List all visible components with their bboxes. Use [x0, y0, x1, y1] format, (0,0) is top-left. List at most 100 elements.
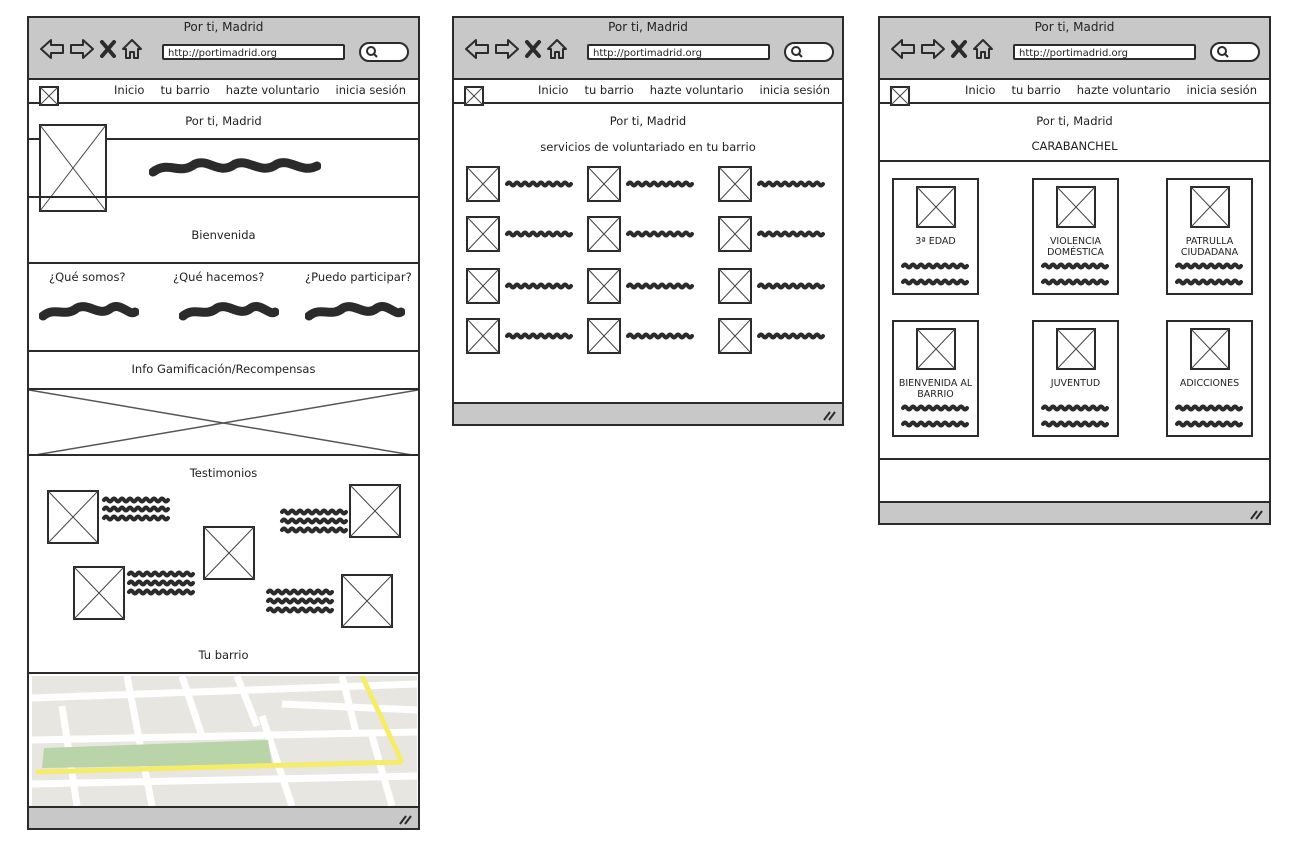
logo-placeholder-icon[interactable]: [890, 86, 910, 106]
section-what-we-are: ¿Qué somos?: [49, 270, 126, 284]
nav-tu-barrio[interactable]: tu barrio: [1011, 83, 1061, 97]
service-image-placeholder: [587, 216, 621, 252]
testimonial-photo-placeholder: [341, 574, 393, 628]
testimonial-photo-placeholder: [203, 526, 255, 580]
text-scribble: [1041, 420, 1109, 428]
text-scribble: [505, 332, 573, 340]
forward-arrow-icon[interactable]: [69, 38, 95, 60]
nav-inicia-sesion[interactable]: inicia sesión: [1186, 83, 1257, 97]
text-scribble: [280, 508, 348, 534]
browser-search-box[interactable]: [1210, 42, 1260, 62]
section-text-scribble: [179, 302, 279, 321]
text-scribble: [901, 278, 969, 286]
text-scribble: [901, 420, 969, 428]
resize-grip-icon[interactable]: [822, 409, 836, 421]
card-image-placeholder: [1056, 186, 1096, 228]
testimonials-heading: Testimonios: [189, 466, 258, 480]
service-card[interactable]: 3ª EDAD: [892, 178, 979, 295]
card-image-placeholder: [1190, 186, 1230, 228]
service-card[interactable]: ADICCIONES: [1166, 320, 1253, 437]
text-scribble: [1175, 262, 1243, 270]
resize-grip-icon[interactable]: [1249, 508, 1263, 520]
resize-grip-icon[interactable]: [398, 813, 412, 825]
text-scribble: [1041, 278, 1109, 286]
hero-text-scribble: [149, 158, 321, 177]
service-card[interactable]: BIENVENIDA AL BARRIO: [892, 320, 979, 437]
logo-placeholder-icon[interactable]: [464, 86, 484, 106]
hero-image-placeholder: [39, 124, 107, 212]
service-image-placeholder: [718, 268, 752, 304]
site-nav: Inicio tu barrio hazte voluntario inicia…: [880, 80, 1269, 106]
home-icon[interactable]: [972, 38, 994, 60]
card-title: 3ª EDAD: [915, 236, 956, 247]
text-scribble: [1175, 278, 1243, 286]
text-scribble: [1175, 404, 1243, 412]
url-bar[interactable]: http://portimadrid.org: [587, 44, 770, 60]
divider: [29, 672, 418, 674]
browser-nav-controls: [39, 38, 143, 60]
card-title: ADICCIONES: [1179, 378, 1240, 389]
text-scribble: [102, 496, 170, 522]
home-icon[interactable]: [121, 38, 143, 60]
text-scribble: [505, 180, 573, 188]
service-card[interactable]: PATRULLA CIUDADANA: [1166, 178, 1253, 295]
card-title: BIENVENIDA AL BARRIO: [898, 378, 973, 400]
text-scribble: [757, 332, 825, 340]
browser-statusbar: [880, 501, 1269, 523]
testimonial-photo-placeholder: [349, 484, 401, 538]
home-window: Por ti, Madrid http://portimadrid.org In…: [27, 16, 420, 830]
district-name: CARABANCHEL: [1031, 139, 1118, 153]
back-arrow-icon[interactable]: [39, 38, 65, 60]
browser-search-box[interactable]: [359, 42, 409, 62]
service-card[interactable]: JUVENTUD: [1032, 320, 1119, 437]
service-card[interactable]: VIOLENCIA DOMÉSTICA: [1032, 178, 1119, 295]
nav-links: Inicio tu barrio hazte voluntario inicia…: [538, 83, 830, 97]
nav-hazte-voluntario[interactable]: hazte voluntario: [1076, 83, 1171, 97]
search-icon: [1217, 46, 1229, 58]
page-title: Por ti, Madrid: [1036, 114, 1113, 128]
testimonial-photo-placeholder: [73, 566, 125, 620]
nav-tu-barrio[interactable]: tu barrio: [584, 83, 634, 97]
divider: [29, 262, 418, 264]
nav-inicio[interactable]: Inicio: [965, 83, 996, 97]
home-icon[interactable]: [546, 38, 568, 60]
back-arrow-icon[interactable]: [464, 38, 490, 60]
forward-arrow-icon[interactable]: [494, 38, 520, 60]
stop-icon[interactable]: [99, 38, 117, 60]
nav-inicia-sesion[interactable]: inicia sesión: [759, 83, 830, 97]
divider: [29, 196, 418, 198]
nav-inicio[interactable]: Inicio: [538, 83, 569, 97]
logo-placeholder-icon[interactable]: [39, 86, 59, 106]
forward-arrow-icon[interactable]: [920, 38, 946, 60]
service-image-placeholder: [587, 318, 621, 354]
nav-hazte-voluntario[interactable]: hazte voluntario: [225, 83, 320, 97]
search-icon: [366, 46, 378, 58]
service-image-placeholder: [466, 318, 500, 354]
divider: [880, 458, 1269, 460]
browser-title: Por ti, Madrid: [1034, 20, 1115, 34]
browser-title: Por ti, Madrid: [608, 20, 688, 34]
browser-title: Por ti, Madrid: [183, 20, 264, 34]
stop-icon[interactable]: [524, 38, 542, 60]
card-title: PATRULLA CIUDADANA: [1180, 236, 1239, 258]
text-scribble: [757, 180, 825, 188]
back-arrow-icon[interactable]: [890, 38, 916, 60]
service-image-placeholder: [466, 216, 500, 252]
nav-hazte-voluntario[interactable]: hazte voluntario: [649, 83, 744, 97]
nav-links: Inicio tu barrio hazte voluntario inicia…: [965, 83, 1257, 97]
text-scribble: [1041, 262, 1109, 270]
nav-tu-barrio[interactable]: tu barrio: [160, 83, 210, 97]
neighborhood-map[interactable]: [32, 676, 417, 806]
nav-inicia-sesion[interactable]: inicia sesión: [335, 83, 406, 97]
service-image-placeholder: [718, 318, 752, 354]
browser-search-box[interactable]: [784, 42, 834, 62]
section-can-i-participate: ¿Puedo participar?: [305, 270, 412, 284]
nav-inicio[interactable]: Inicio: [114, 83, 145, 97]
search-icon: [791, 46, 803, 58]
stop-icon[interactable]: [950, 38, 968, 60]
divider: [29, 454, 418, 456]
url-bar[interactable]: http://portimadrid.org: [1013, 44, 1196, 60]
page-title: Por ti, Madrid: [609, 114, 687, 128]
divider: [29, 350, 418, 352]
url-bar[interactable]: http://portimadrid.org: [162, 44, 345, 60]
